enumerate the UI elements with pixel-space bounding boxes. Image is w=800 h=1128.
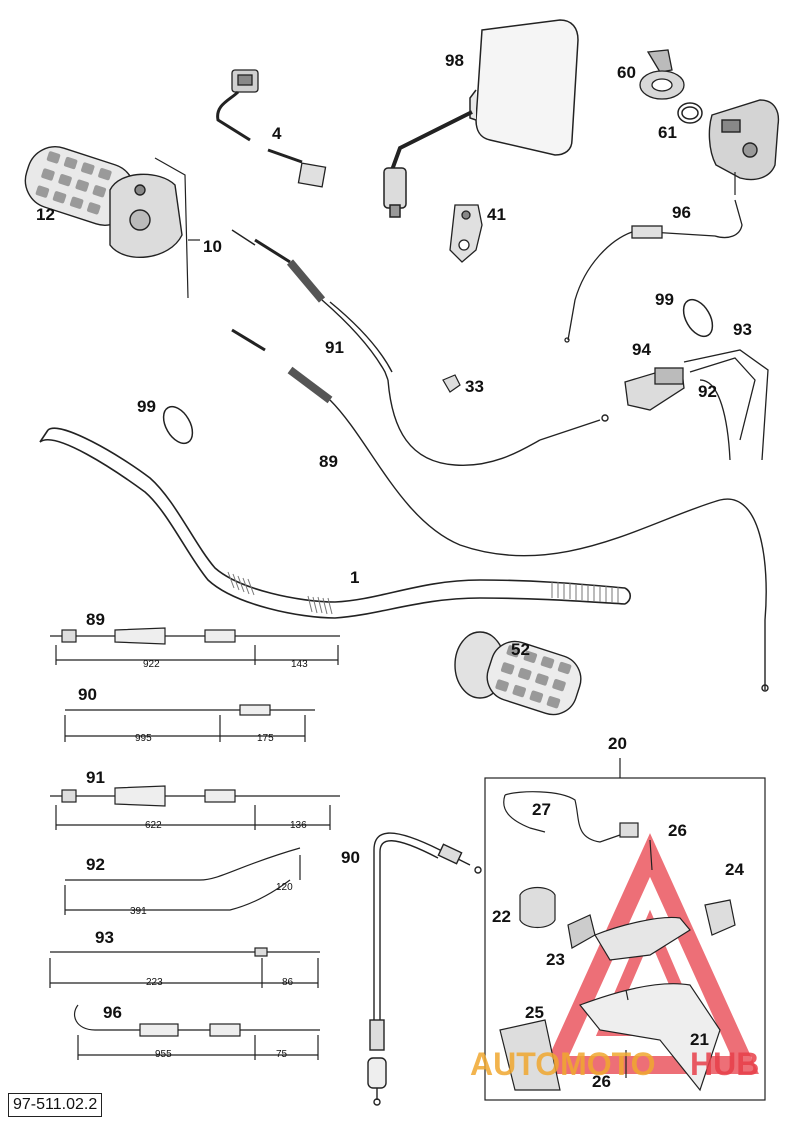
watermark-text-secondary: HUB [690,1046,759,1082]
callout-61: 61 [658,123,677,142]
spec-cable-92 [64,847,301,915]
callout-21: 21 [690,1030,709,1049]
callout-27: 27 [532,800,551,819]
callout-90-vertical: 90 [341,848,360,867]
mirror-clamp-part [449,204,483,263]
throttle-grip [24,146,183,259]
kill-switch-part [216,69,327,188]
callout-23: 23 [546,950,565,969]
spec-96-label: 96 [103,1003,122,1022]
callout-94: 94 [632,340,651,359]
spec-92-dim-1: 391 [130,906,147,917]
handlebar [39,427,632,619]
spec-93-dim-1: 223 [146,977,163,988]
callout-41: 41 [487,205,506,224]
cable-tie-right [682,298,714,338]
spec-96-dim-1: 955 [155,1049,172,1060]
callout-60: 60 [617,63,636,82]
spec-91-dim-1: 622 [145,820,162,831]
spec-96-dim-2: 75 [276,1049,288,1060]
left-grip-part [454,631,582,716]
spec-93-label: 93 [95,928,114,947]
spec-89-dim-1: 922 [143,659,160,670]
o-ring-part [677,102,703,124]
spec-93-dim-2: 86 [282,977,294,988]
spec-91-label: 91 [86,768,105,787]
callout-93: 93 [733,320,752,339]
cable-adjuster-part [639,49,685,100]
document-number: 97-511.02.2 [8,1093,103,1117]
callout-25: 25 [525,1003,544,1022]
spec-92-dim-2: 120 [276,882,293,893]
callout-99-left: 99 [137,397,156,416]
callout-52: 52 [511,640,530,659]
clutch-lever-assembly-box [484,758,766,1101]
callout-91: 91 [325,338,344,357]
cable-89-assembly [231,328,769,692]
callout-24: 24 [725,860,744,879]
spec-90-label: 90 [78,685,97,704]
mirror-part [383,19,579,218]
spec-90-dim-1: 995 [135,733,152,744]
nut-part [442,374,461,393]
throttle-housing-bracket [154,157,200,299]
spec-91-dim-2: 136 [290,820,307,831]
callout-1: 1 [350,568,359,587]
callout-22: 22 [492,907,511,926]
callout-89: 89 [319,452,338,471]
callout-26-top: 26 [668,821,687,840]
callout-96: 96 [672,203,691,222]
spec-89-dim-2: 143 [291,659,308,670]
callout-99-right: 99 [655,290,674,309]
spec-cable-90 [64,704,315,742]
spec-cable-96 [74,1004,320,1060]
cable-96-assembly [564,199,743,343]
cable-90-vertical [367,832,482,1106]
cable-91-assembly [231,229,609,466]
callout-10: 10 [203,237,222,256]
callout-4: 4 [272,124,282,143]
callout-20: 20 [608,734,627,753]
cable-tie-left [162,405,194,445]
watermark-text-primary: AUTOMOTO [470,1046,655,1082]
spec-cable-93 [49,947,320,988]
callout-12: 12 [36,205,55,224]
callout-26-bottom: 26 [592,1072,611,1091]
spec-89-label: 89 [86,610,105,629]
hot-start-switch-part [624,349,769,461]
spec-92-label: 92 [86,855,105,874]
spec-90-dim-2: 175 [257,733,274,744]
callout-33: 33 [465,377,484,396]
spec-cable-91 [50,785,340,830]
callout-98: 98 [445,51,464,70]
switch-housing-part [708,99,780,195]
spec-cable-89 [50,627,340,665]
callout-92: 92 [698,382,717,401]
